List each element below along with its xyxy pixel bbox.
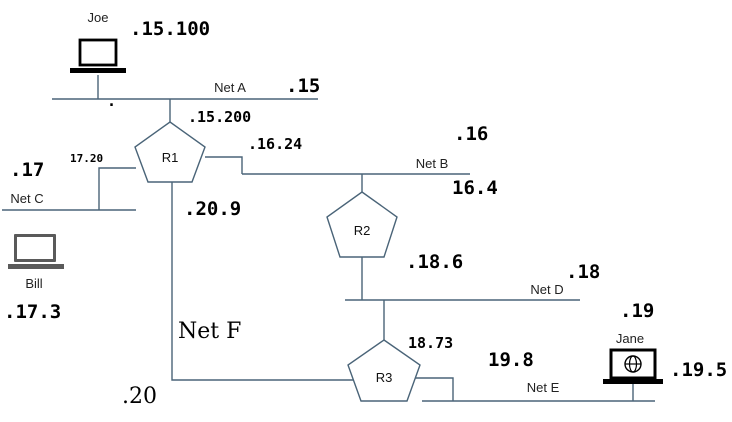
net-a-subnet-annotation: .15 <box>286 75 320 97</box>
net-e-label: Net E <box>527 380 560 395</box>
jane-address-annotation: .19.5 <box>670 359 727 381</box>
r1-net-c-link <box>98 167 136 210</box>
r1-net-a-address-annotation: .15.200 <box>188 108 251 126</box>
r1-net-c-address-annotation: 17.20 <box>70 152 103 165</box>
jane-name-label: Jane <box>616 331 644 346</box>
bill-laptop-icon[interactable] <box>8 234 64 269</box>
r3-net-d-address-annotation: 18.73 <box>408 334 453 352</box>
r2-net-b-address-annotation: 16.4 <box>452 177 498 199</box>
r3-net-e-link <box>414 377 454 401</box>
router-r3-label: R3 <box>376 370 393 385</box>
r1-net-b-address-annotation: .16.24 <box>248 135 302 153</box>
net-c-subnet-annotation: .17 <box>10 159 44 181</box>
router-r2-label: R2 <box>354 223 371 238</box>
r3-net-e-address-annotation: 19.8 <box>488 349 534 371</box>
net-b-subnet-annotation: .16 <box>454 123 488 145</box>
net-d-label: Net D <box>530 282 563 297</box>
bill-address-annotation: .17.3 <box>4 301 61 323</box>
joe-laptop-icon[interactable] <box>70 38 126 73</box>
net-b-label: Net B <box>416 156 449 171</box>
joe-address-annotation: .15.100 <box>130 18 210 40</box>
net-f-label-annotation: Net F <box>178 319 241 344</box>
router-r2[interactable]: R2 <box>326 191 398 258</box>
router-r1[interactable]: R1 <box>134 121 206 183</box>
joe-name-label: Joe <box>88 10 109 25</box>
bill-name-label: Bill <box>25 276 42 291</box>
r1-net-b-link <box>205 156 243 174</box>
r1-net-f-address-annotation: .20.9 <box>184 198 241 220</box>
net-f-subnet-annotation: .20 <box>122 384 157 409</box>
net-e-subnet-annotation: .19 <box>620 300 654 322</box>
jane-laptop-icon[interactable] <box>603 348 663 384</box>
net-a-dot-annotation: . <box>107 92 116 110</box>
net-d-subnet-annotation: .18 <box>566 261 600 283</box>
r2-net-d-address-annotation: .18.6 <box>406 251 463 273</box>
net-f-line <box>171 182 355 381</box>
net-a-label: Net A <box>214 80 246 95</box>
net-c-label: Net C <box>10 191 43 206</box>
router-r3[interactable]: R3 <box>347 339 421 402</box>
router-r1-label: R1 <box>162 150 179 165</box>
globe-icon <box>624 355 642 373</box>
